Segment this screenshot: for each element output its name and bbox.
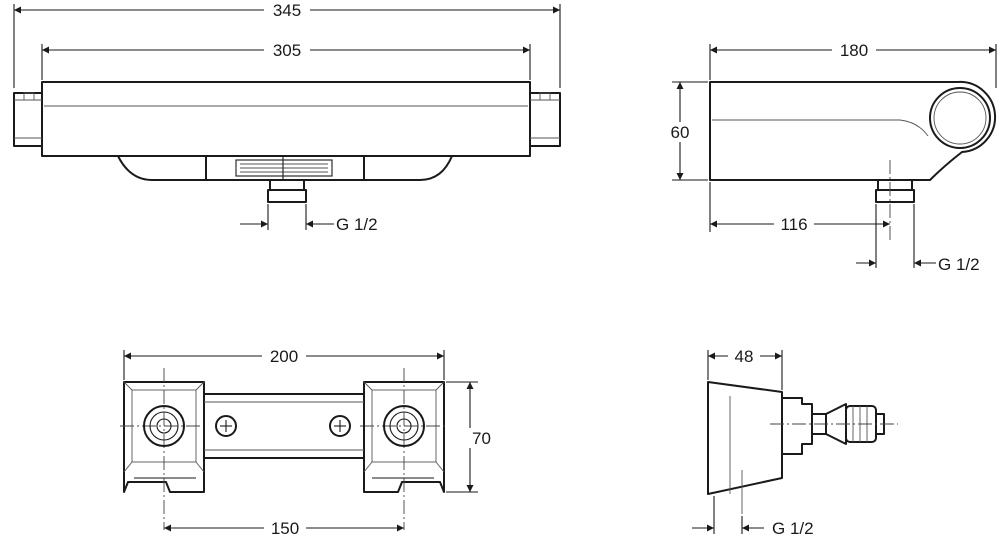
bracket-view: 48 G 1/2 (692, 346, 898, 538)
side-view: 180 60 116 G 1/2 (666, 40, 997, 274)
right-mounting-screw (329, 415, 351, 437)
dim-bracket-connection: G 1/2 (772, 519, 814, 538)
dim-front-connection: G 1/2 (336, 215, 378, 234)
right-inlet-block (363, 381, 445, 493)
dim-side-depth: 180 (840, 41, 868, 60)
dim-inlet-spacing: 150 (271, 519, 299, 538)
dim-side-connection: G 1/2 (938, 255, 980, 274)
mixer-body-outline (41, 81, 531, 157)
right-inlet-thread (383, 405, 425, 447)
side-outlet-nut (877, 179, 913, 191)
dim-bracket-depth: 48 (735, 347, 754, 366)
side-body-outline (709, 80, 997, 181)
left-inlet-thread (143, 405, 185, 447)
outlet-nut (269, 179, 305, 191)
outlet-thread (267, 189, 307, 203)
bracket-body (782, 397, 813, 455)
left-mounting-screw (215, 415, 237, 437)
dim-side-height: 60 (671, 123, 690, 142)
bracket-cover (707, 381, 783, 495)
dim-back-height: 70 (472, 429, 491, 448)
back-view: 200 70 150 (120, 346, 491, 538)
dim-outlet-offset: 116 (780, 215, 807, 234)
dim-body-length: 305 (273, 41, 301, 60)
dim-overall-length: 345 (273, 1, 301, 20)
side-outlet-thread (875, 189, 915, 203)
front-view: 345 305 G 1/2 (13, 0, 561, 234)
side-knob (929, 87, 991, 149)
dim-back-width: 200 (270, 347, 298, 366)
connecting-rail (203, 393, 365, 459)
